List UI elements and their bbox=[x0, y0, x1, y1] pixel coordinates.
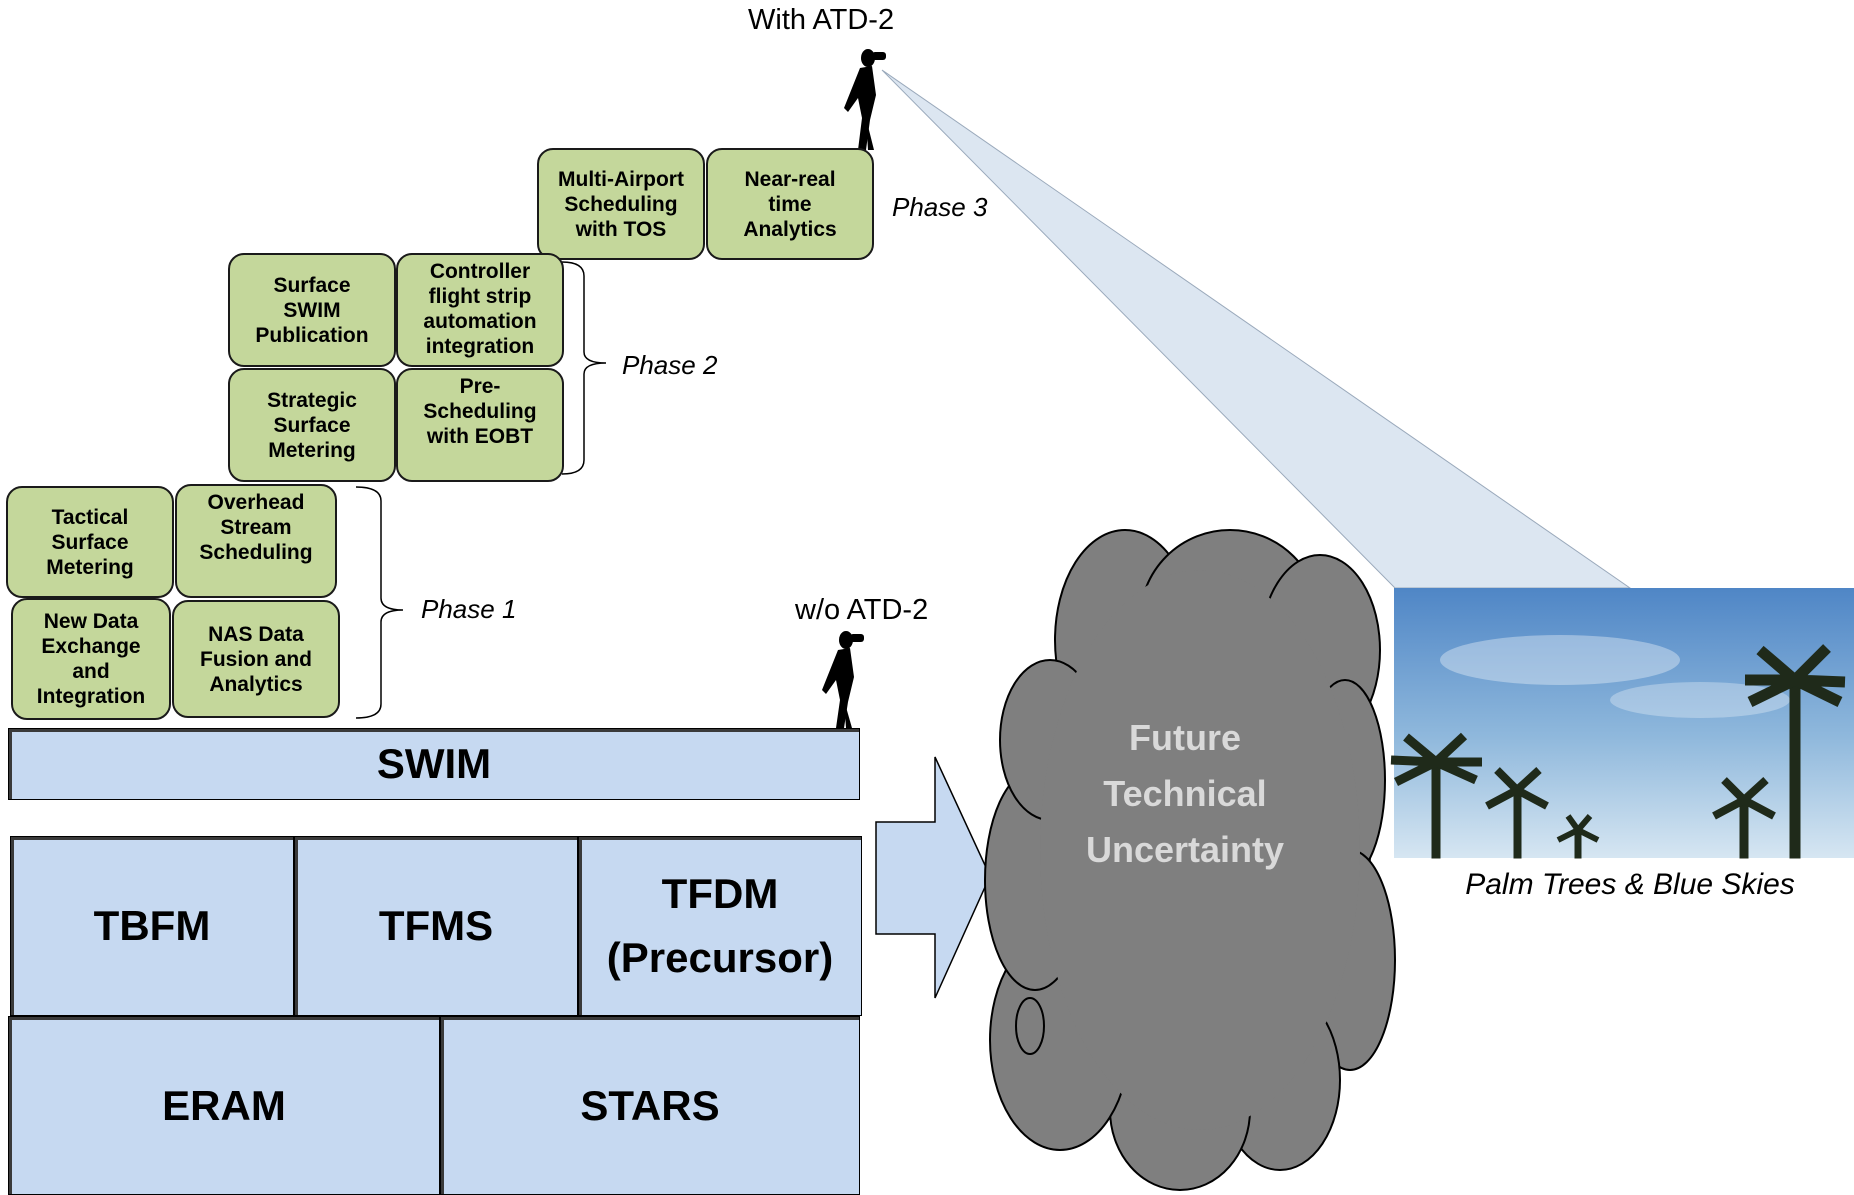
eram-block: ERAM bbox=[8, 1016, 440, 1195]
capability-pre-scheduling-eobt: Pre- Scheduling with EOBT bbox=[396, 368, 564, 482]
future-uncertainty-text: Future Technical Uncertainty bbox=[1085, 717, 1285, 870]
phase2-bracket bbox=[561, 261, 607, 475]
capability-strategic-surface-metering: Strategic Surface Metering bbox=[228, 368, 396, 482]
capability-surface-swim-publication: Surface SWIM Publication bbox=[228, 253, 396, 367]
phase3-label: Phase 3 bbox=[892, 192, 988, 222]
phase1-bracket bbox=[355, 486, 404, 719]
capability-controller-flight-strip: Controller flight strip automation integ… bbox=[396, 253, 564, 367]
uncertainty-cloud bbox=[984, 529, 1396, 1191]
tfdm-block: TFDM (Precursor) bbox=[578, 836, 862, 1016]
tfms-block: TFMS bbox=[294, 836, 578, 1016]
photo-caption: Palm Trees & Blue Skies bbox=[1465, 868, 1795, 901]
stars-block: STARS bbox=[440, 1016, 860, 1195]
capability-tactical-surface-metering: Tactical Surface Metering bbox=[6, 486, 174, 598]
capability-nas-data-fusion: NAS Data Fusion and Analytics bbox=[172, 600, 340, 718]
capability-new-data-exchange: New Data Exchange and Integration bbox=[11, 598, 171, 720]
without-atd2-label: w/o ATD-2 bbox=[795, 594, 929, 626]
vision-beam bbox=[881, 69, 1632, 589]
phase1-label: Phase 1 bbox=[421, 594, 517, 624]
swim-bar: SWIM bbox=[8, 728, 860, 800]
tbfm-block: TBFM bbox=[10, 836, 294, 1016]
viewer-without-atd2-icon bbox=[822, 631, 864, 728]
with-atd2-label: With ATD-2 bbox=[748, 4, 895, 36]
palm-trees-photo bbox=[1390, 588, 1854, 859]
capability-multi-airport-scheduling: Multi-Airport Scheduling with TOS bbox=[537, 148, 705, 260]
arrow-right bbox=[875, 756, 991, 999]
capability-near-real-time-analytics: Near-real time Analytics bbox=[706, 148, 874, 260]
phase2-label: Phase 2 bbox=[622, 350, 718, 380]
capability-overhead-stream-scheduling: Overhead Stream Scheduling bbox=[175, 484, 337, 598]
viewer-with-atd2-icon bbox=[844, 49, 886, 150]
